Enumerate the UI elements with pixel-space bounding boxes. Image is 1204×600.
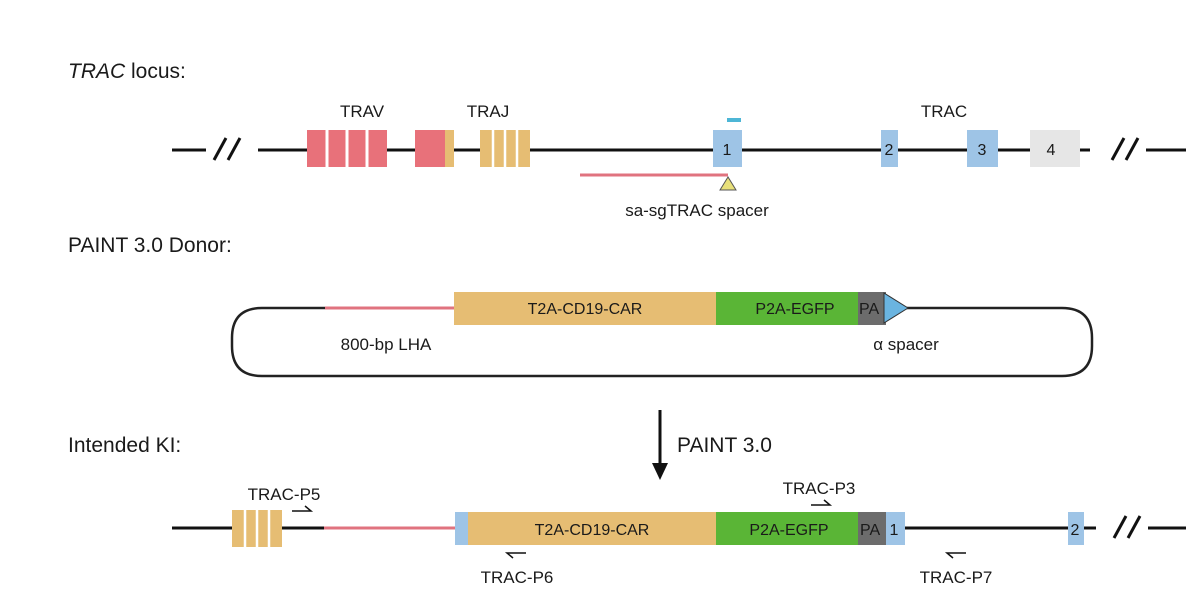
trac-exon-1	[713, 130, 742, 167]
exon-1-label: 1	[723, 142, 732, 159]
ki-egfp-box	[716, 512, 858, 545]
ki-pa-box	[858, 512, 886, 545]
trav-label: TRAV	[340, 102, 385, 121]
ki-exon-2-label: 2	[1071, 522, 1080, 539]
sgrna-dash	[727, 118, 741, 122]
ki-exon-start	[455, 512, 468, 545]
donor-cassette-box	[454, 292, 716, 325]
lha-label: 800-bp LHA	[341, 335, 432, 354]
primer-p7-arrow	[944, 552, 966, 559]
primer-p3-arrow	[811, 499, 833, 506]
traj-segments	[480, 130, 530, 167]
donor-egfp-label: P2A-EGFP	[755, 301, 834, 318]
trac-exon-3	[967, 130, 998, 167]
primer-p3-label: TRAC-P3	[783, 479, 856, 498]
process-arrow-head	[652, 463, 668, 480]
trac-label: TRAC	[921, 102, 967, 121]
donor-pa-box	[858, 292, 886, 325]
donor-cassette-label: T2A-CD19-CAR	[528, 301, 643, 318]
trav-segment-last	[415, 130, 445, 167]
ki-backbone	[172, 515, 1186, 539]
primer-p6-arrow	[504, 552, 526, 559]
locus-title-rest: locus:	[125, 60, 186, 83]
alpha-spacer-label: α spacer	[873, 335, 939, 354]
traj-label: TRAJ	[467, 102, 510, 121]
ki-exon-1	[886, 512, 905, 545]
primer-p5-arrow	[292, 505, 314, 512]
ki-exon-2	[1068, 512, 1084, 545]
primer-p6-label: TRAC-P6	[481, 568, 554, 587]
donor-pa-label: PA	[859, 301, 879, 318]
locus-section-title: TRAC locus:	[68, 60, 186, 83]
exon-2-label: 2	[885, 142, 894, 159]
locus-title-gene: TRAC	[68, 60, 126, 83]
ki-traj-segments	[232, 510, 282, 547]
process-arrow-label: PAINT 3.0	[677, 434, 772, 457]
trac-exon-4	[1030, 130, 1080, 167]
trac-exon-2	[881, 130, 898, 167]
trav-segments	[307, 130, 454, 167]
exon-3-label: 3	[978, 142, 987, 159]
primer-p5-label: TRAC-P5	[248, 485, 321, 504]
ki-cassette-box	[468, 512, 716, 545]
traj-segment-first	[445, 130, 454, 167]
exon-4-label: 4	[1047, 142, 1056, 159]
cut-site-marker	[719, 176, 737, 191]
spacer-label: sa-sgTRAC spacer	[625, 201, 769, 220]
ki-egfp-label: P2A-EGFP	[749, 522, 828, 539]
ki-exon-1-label: 1	[890, 522, 899, 539]
ki-pa-label: PA	[860, 522, 880, 539]
plasmid-backbone	[230, 306, 1094, 378]
alpha-spacer-arrow	[883, 292, 909, 324]
donor-egfp-box	[716, 292, 858, 325]
ki-cassette-label: T2A-CD19-CAR	[535, 522, 650, 539]
donor-section-title: PAINT 3.0 Donor:	[68, 234, 232, 257]
primer-p7-label: TRAC-P7	[920, 568, 993, 587]
ki-section-title: Intended KI:	[68, 434, 181, 457]
